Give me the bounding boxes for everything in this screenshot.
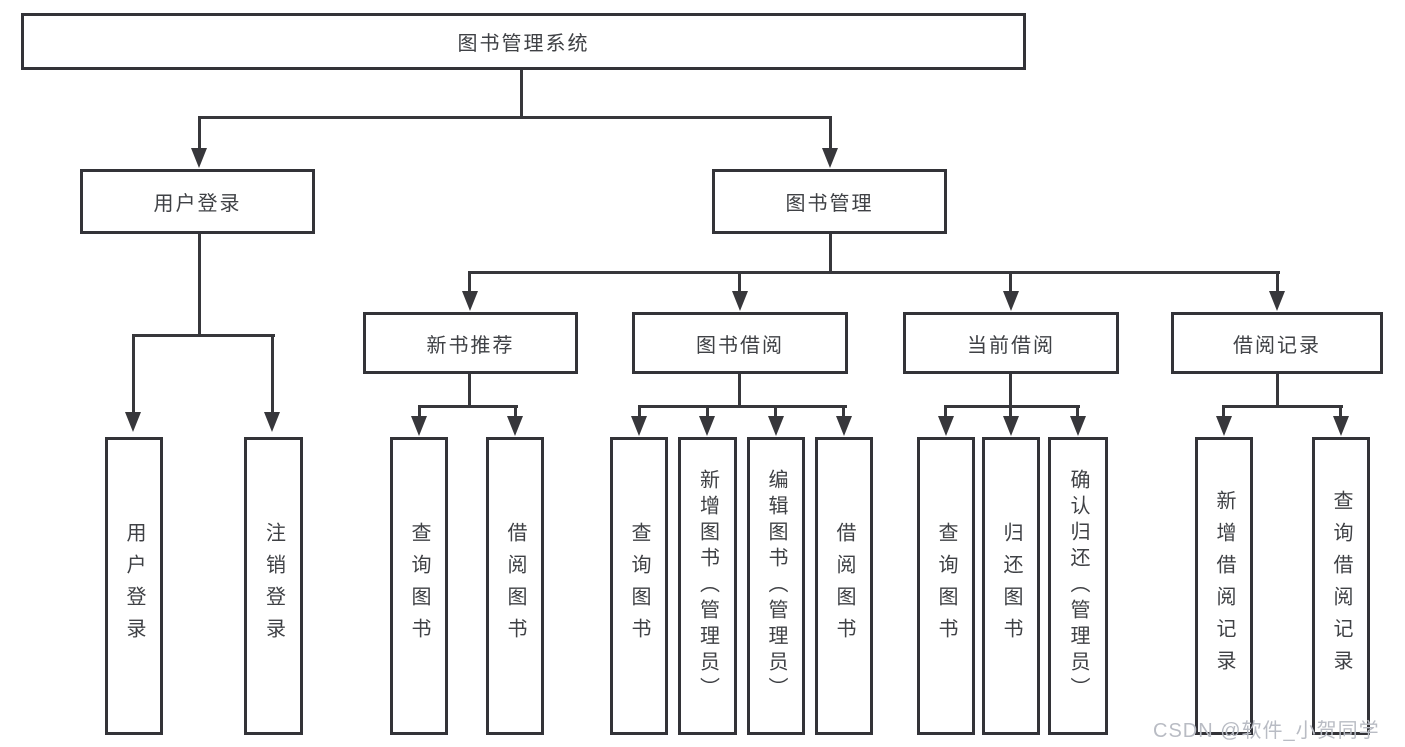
connector-line xyxy=(418,405,518,408)
leaf-query-books-current-label: 查询图书 xyxy=(935,522,957,650)
connector-line xyxy=(520,68,523,117)
arrowhead-icon xyxy=(507,416,523,436)
connector-line xyxy=(1076,406,1079,418)
leaf-query-books-borrow: 查询图书 xyxy=(610,437,668,735)
node-current-borrow-label: 当前借阅 xyxy=(967,334,1055,357)
connector-line xyxy=(418,406,421,418)
arrowhead-icon xyxy=(1003,291,1019,311)
connector-line xyxy=(638,406,641,418)
leaf-borrow-books-borrow: 借阅图书 xyxy=(815,437,873,735)
node-root-label: 图书管理系统 xyxy=(457,33,590,55)
arrowhead-icon xyxy=(462,291,478,311)
connector-line xyxy=(1009,272,1012,292)
arrowhead-icon xyxy=(938,416,954,436)
connector-line xyxy=(842,406,845,418)
connector-line xyxy=(1276,272,1279,292)
arrowhead-icon xyxy=(822,148,838,168)
leaf-edit-books-admin: 编辑图书（管理员） xyxy=(747,437,805,735)
leaf-query-borrow-record: 查询借阅记录 xyxy=(1312,437,1370,735)
node-root: 图书管理系统 xyxy=(21,13,1026,70)
leaf-add-borrow-record-label: 新增借阅记录 xyxy=(1213,490,1235,682)
leaf-query-books-recommend-label: 查询图书 xyxy=(408,522,430,650)
leaf-add-borrow-record: 新增借阅记录 xyxy=(1195,437,1253,735)
leaf-return-books-label: 归还图书 xyxy=(1000,522,1022,650)
arrowhead-icon xyxy=(1003,416,1019,436)
node-user-login: 用户登录 xyxy=(80,169,315,234)
connector-line xyxy=(638,405,847,408)
connector-line xyxy=(1339,406,1342,418)
node-borrow-records-label: 借阅记录 xyxy=(1233,334,1321,357)
leaf-confirm-return-admin-label: 确认归还（管理员） xyxy=(1067,469,1089,703)
connector-line xyxy=(706,406,709,418)
arrowhead-icon xyxy=(1269,291,1285,311)
arrowhead-icon xyxy=(836,416,852,436)
arrowhead-icon xyxy=(631,416,647,436)
leaf-user-login-label: 用户登录 xyxy=(123,522,145,650)
connector-line xyxy=(198,234,201,336)
leaf-add-books-admin-label: 新增图书（管理员） xyxy=(696,469,719,703)
leaf-borrow-books-recommend-label: 借阅图书 xyxy=(504,522,526,650)
connector-line xyxy=(132,335,135,414)
leaf-logout: 注销登录 xyxy=(244,437,303,735)
leaf-query-books-recommend: 查询图书 xyxy=(390,437,448,735)
connector-line xyxy=(774,406,777,418)
node-user-login-label: 用户登录 xyxy=(153,193,242,215)
leaf-add-books-admin: 新增图书（管理员） xyxy=(678,437,737,735)
node-borrow-records: 借阅记录 xyxy=(1171,312,1383,374)
leaf-user-login: 用户登录 xyxy=(105,437,163,735)
arrowhead-icon xyxy=(699,416,715,436)
node-book-management-label: 图书管理 xyxy=(785,193,874,215)
arrowhead-icon xyxy=(1333,416,1349,436)
arrowhead-icon xyxy=(1070,416,1086,436)
leaf-query-books-current: 查询图书 xyxy=(917,437,975,735)
node-book-borrow: 图书借阅 xyxy=(632,312,848,374)
connector-line xyxy=(1276,374,1279,407)
connector-line xyxy=(271,335,274,414)
connector-line xyxy=(468,271,1280,274)
connector-line xyxy=(198,116,832,119)
node-current-borrow: 当前借阅 xyxy=(903,312,1119,374)
connector-line xyxy=(1009,374,1012,407)
connector-line xyxy=(468,272,471,292)
connector-line xyxy=(1009,406,1012,418)
connector-line xyxy=(198,117,201,150)
arrowhead-icon xyxy=(264,412,280,432)
connector-line xyxy=(738,272,741,292)
arrowhead-icon xyxy=(768,416,784,436)
connector-line xyxy=(514,406,517,418)
leaf-borrow-books-recommend: 借阅图书 xyxy=(486,437,544,735)
connector-line xyxy=(738,374,741,407)
leaf-logout-label: 注销登录 xyxy=(262,522,285,650)
connector-line xyxy=(829,117,832,150)
arrowhead-icon xyxy=(1216,416,1232,436)
node-book-borrow-label: 图书借阅 xyxy=(696,334,784,357)
connector-line xyxy=(944,406,947,418)
connector-line xyxy=(944,405,1080,408)
leaf-query-borrow-record-label: 查询借阅记录 xyxy=(1330,490,1352,682)
connector-line xyxy=(1222,405,1343,408)
arrowhead-icon xyxy=(191,148,207,168)
connector-line xyxy=(468,374,471,407)
node-new-book-recommend-label: 新书推荐 xyxy=(426,334,515,357)
node-new-book-recommend: 新书推荐 xyxy=(363,312,578,374)
leaf-edit-books-admin-label: 编辑图书（管理员） xyxy=(765,469,787,703)
connector-line xyxy=(1222,406,1225,418)
arrowhead-icon xyxy=(125,412,141,432)
leaf-query-books-borrow-label: 查询图书 xyxy=(628,522,650,650)
leaf-borrow-books-borrow-label: 借阅图书 xyxy=(833,522,855,650)
watermark: CSDN @软件_小贺同学 xyxy=(1153,720,1380,742)
leaf-return-books: 归还图书 xyxy=(982,437,1040,735)
leaf-confirm-return-admin: 确认归还（管理员） xyxy=(1048,437,1108,735)
connector-line xyxy=(132,334,275,337)
connector-line xyxy=(829,234,832,274)
arrowhead-icon xyxy=(411,416,427,436)
arrowhead-icon xyxy=(732,291,748,311)
node-book-management: 图书管理 xyxy=(712,169,947,234)
